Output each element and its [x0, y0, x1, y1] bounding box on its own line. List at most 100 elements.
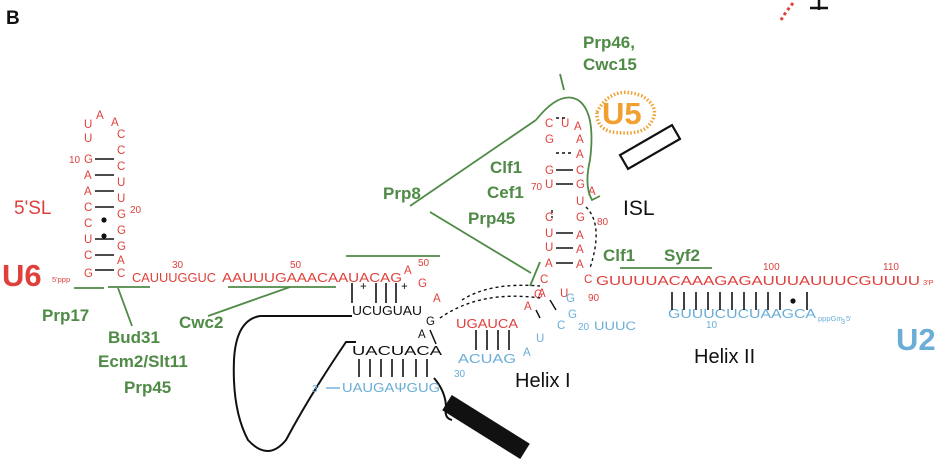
- u6-nt-a: A: [433, 293, 441, 305]
- prp17-label: Prp17: [42, 306, 89, 325]
- u2-nt: A: [523, 347, 531, 359]
- u2-nt: G: [566, 293, 575, 305]
- u2-nt: U: [536, 333, 544, 345]
- u6-stem-nt: A: [117, 255, 125, 267]
- isl-nt: A: [524, 301, 532, 313]
- panel-label: B: [6, 8, 20, 29]
- u6-stem-nt: A: [84, 170, 92, 182]
- u2-nt: C: [557, 320, 565, 332]
- exon-bar: [442, 394, 530, 460]
- prp8-label: Prp8: [383, 184, 421, 203]
- u6-stem-nt: U: [117, 177, 125, 189]
- isl-label: ISL: [623, 197, 655, 220]
- u2-number: 20: [578, 322, 590, 333]
- u2-number: 10: [706, 320, 718, 331]
- helix2-label: Helix II: [694, 346, 755, 368]
- cwc2-label: Cwc2: [179, 313, 223, 332]
- pair-plus: +: [401, 281, 408, 293]
- isl-nt: U: [545, 179, 553, 191]
- u2-cap-sub: 3: [841, 317, 845, 326]
- u6-3prime: 3'P: [923, 278, 934, 287]
- u6-stem-nt: U: [84, 234, 92, 246]
- u6-seq-90: GUUUUACAAAGAGAUUUAUUUCGUUUU: [596, 274, 920, 288]
- isl-nt: U: [545, 242, 553, 254]
- u6-nt-g: G: [418, 278, 427, 290]
- u5-outline: [595, 90, 657, 135]
- clf1-right-label: Clf1: [603, 246, 635, 265]
- isl-nt: G: [534, 289, 543, 301]
- isl-nt: A: [545, 258, 553, 270]
- isl-nt: C: [545, 212, 553, 224]
- u6-stem-nt: G: [117, 225, 126, 237]
- u2-number: 30: [454, 369, 466, 380]
- isl-nt: A: [576, 230, 584, 242]
- u6-stem-nt: A: [84, 186, 92, 198]
- u2-strand: 3' UAUGAΨGUG 30 ACUAG A U C G G 20 UUUC …: [312, 293, 852, 395]
- u2-cap-end: 5': [846, 314, 852, 323]
- u6-number: 50: [418, 258, 430, 269]
- u6-5prime-cap: 5'ppp: [52, 275, 70, 284]
- cwc15-label: Cwc15: [583, 55, 637, 74]
- 5sl-label: 5'SL: [14, 198, 51, 219]
- u6-seq-30: CAUUUGGUC: [132, 271, 216, 285]
- u6-number: 50: [290, 260, 302, 271]
- clf1-label: Clf1: [490, 158, 522, 177]
- cropped-red-dashes: [779, 2, 795, 21]
- isl-nt: C: [576, 165, 584, 177]
- u6-stem-nt: C: [117, 145, 125, 157]
- u6-stem-nt: G: [117, 209, 126, 221]
- helix1-label: Helix I: [515, 370, 571, 392]
- u5-label: U5: [602, 96, 642, 131]
- u2-label: U2: [896, 322, 936, 357]
- gu-pair-dot: [790, 298, 796, 304]
- u6-stem-nt: C: [84, 202, 92, 214]
- gu-pair-dot: [101, 217, 107, 223]
- helix1-diag-pairs: [535, 299, 557, 319]
- isl-nt: G: [576, 212, 585, 224]
- u6-stem-nt: C: [84, 250, 92, 262]
- u6-stem-nt: G: [84, 154, 93, 166]
- ecm2-label: Ecm2/Slt11: [98, 352, 188, 371]
- helix2-pairs: [671, 292, 808, 310]
- cef1-label: Cef1: [487, 183, 524, 202]
- u2-cap: pppGm: [818, 314, 843, 323]
- u6-number: 100: [763, 262, 780, 273]
- isl-loop-nt: A: [576, 134, 584, 146]
- intron-g: G: [426, 316, 435, 328]
- u6-stem-nt: C: [117, 268, 125, 280]
- u6-number: 80: [597, 217, 609, 228]
- u6-stem-nt: C: [117, 161, 125, 173]
- u6-loop-nt: A: [96, 110, 104, 122]
- u6-stem-nt: G: [117, 241, 126, 253]
- u6-stem-pairs: [95, 158, 114, 271]
- u6-number: 30: [172, 260, 184, 271]
- u6-number: 90: [588, 293, 600, 304]
- u6-number: 70: [531, 182, 543, 193]
- intron-seq: UCUGUAU: [352, 304, 422, 318]
- u2-branch-seq: UAUGAΨGUG: [342, 381, 440, 395]
- protein-lines: [74, 73, 712, 327]
- u2-nt: G: [568, 309, 577, 321]
- u6-5sl: U A A C U G A A C C U C G C C U U G G G …: [69, 110, 142, 280]
- isl-nt: A: [538, 288, 546, 300]
- u2-uuuc: UUUC: [594, 321, 636, 333]
- isl-nt: U: [576, 196, 584, 208]
- u2-3prime: 3': [312, 384, 320, 395]
- gu-pair-dot: [101, 233, 107, 239]
- u6-number: 10: [69, 155, 81, 166]
- u6-stem-nt: U: [117, 193, 125, 205]
- isl-nt: A: [576, 259, 584, 271]
- u6-loop-nt: U: [84, 119, 92, 131]
- intron-link: [429, 329, 437, 345]
- u6-strand: 5'ppp CAUUUGGUC AAUUUGAAACAAUACAG A G A …: [52, 118, 934, 331]
- dashed-connectors: [439, 117, 597, 319]
- u6-nt-a: A: [404, 265, 412, 277]
- isl-nt: G: [576, 179, 585, 191]
- pair-plus: +: [360, 281, 367, 293]
- intron-loop: [232, 315, 356, 452]
- isl-loop-nt: U: [561, 118, 569, 130]
- isl-nt: A: [588, 186, 596, 198]
- u6-stem-nt: C: [84, 218, 92, 230]
